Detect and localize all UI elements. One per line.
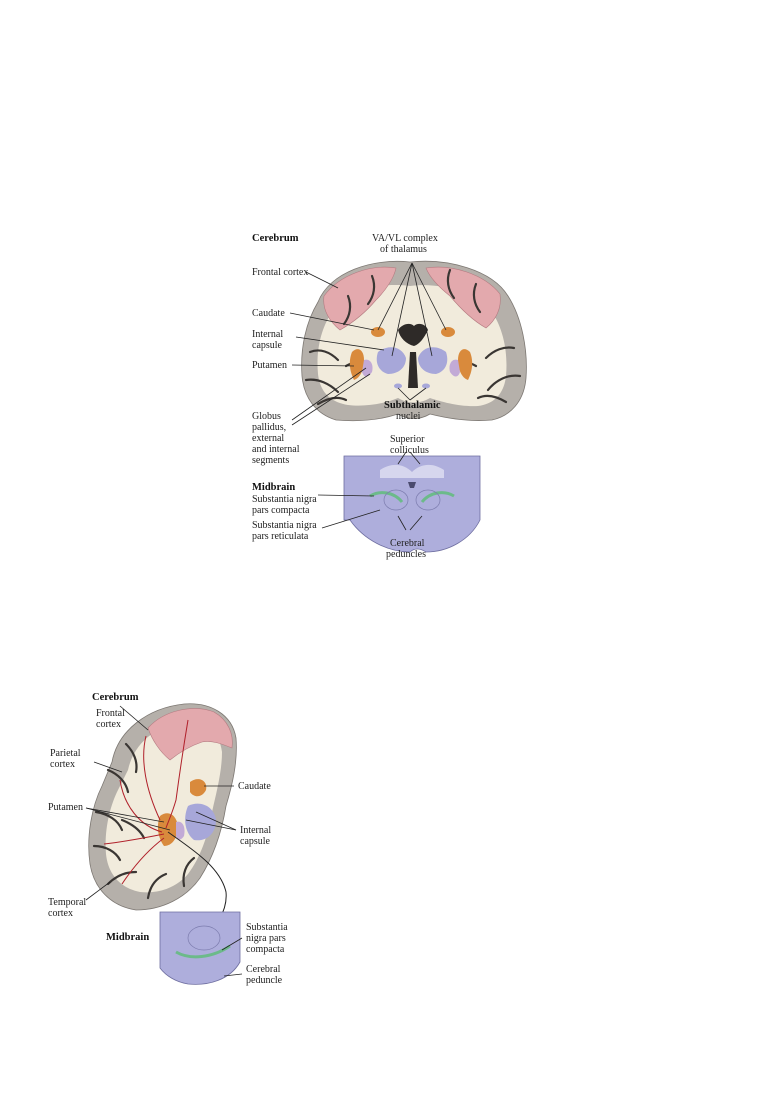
bottom-red-nucleus: [187, 925, 221, 951]
bottom-midbrain-heading: Midbrain: [106, 932, 149, 943]
top-thalamus-right: [418, 347, 448, 374]
bottom-sn-compacta: [175, 944, 231, 959]
bottom-label-sn-1: Substantia: [246, 922, 288, 933]
top-sulci: [304, 268, 522, 406]
bottom-label-parietal-2: cortex: [50, 759, 75, 770]
bottom-cerebrum-section: [88, 703, 237, 945]
top-lateral-ventricles: [398, 323, 428, 346]
top-red-nucleus-left: [383, 489, 409, 511]
top-figure: Cerebrum Frontal cortex Caudate Internal…: [252, 233, 527, 560]
top-midbrain-outline: [343, 455, 481, 553]
top-cerebrum-section: [301, 260, 527, 422]
top-label-sn-reticulata-1: Substantia nigra: [252, 520, 317, 531]
top-label-va-vl-1: VA/VL complex: [372, 233, 438, 244]
bottom-label-frontal-1: Frontal: [96, 708, 125, 719]
top-cerebrum-heading: Cerebrum: [252, 233, 299, 244]
top-subthalamic-right: [422, 383, 430, 389]
top-caudate-left: [371, 327, 385, 337]
top-frontal-cortex-right: [425, 266, 501, 329]
top-globus-pallidus-left: [362, 359, 373, 377]
bottom-label-frontal-2: cortex: [96, 719, 121, 730]
top-label-globus-5: segments: [252, 455, 289, 466]
top-red-nucleus-right: [415, 489, 441, 511]
top-label-superior-colliculus-1: Superior: [390, 434, 425, 445]
top-frontal-cortex-left: [323, 266, 397, 331]
top-label-va-vl-2: of thalamus: [380, 244, 427, 255]
top-third-ventricle: [408, 352, 418, 388]
top-label-caudate: Caudate: [252, 308, 285, 319]
top-label-cerebral-peduncles-2: peduncles: [386, 549, 426, 560]
top-label-subthalamic-2: nuclei: [396, 411, 421, 422]
top-aqueduct: [408, 482, 416, 488]
top-sn-compacta-right: [420, 491, 455, 504]
bottom-midbrain-outline: [159, 911, 241, 985]
top-label-globus-3: external: [252, 433, 284, 444]
top-subthalamic-left: [394, 383, 402, 389]
bottom-label-temporal-2: cortex: [48, 908, 73, 919]
top-label-sn-reticulata-2: pars reticulata: [252, 531, 309, 542]
bottom-figure: Cerebrum Frontal cortex Parietal cortex …: [48, 692, 288, 986]
top-thalamus-left: [376, 347, 406, 374]
bottom-corticostriate-pathway: [103, 719, 189, 885]
top-putamen-right: [458, 349, 473, 380]
bottom-midbrain-section: [159, 911, 241, 985]
top-label-internal-capsule-1: Internal: [252, 329, 283, 340]
bottom-frontal-cortex: [147, 708, 233, 761]
bottom-globus-pallidus: [176, 821, 185, 840]
top-label-internal-capsule-2: capsule: [252, 340, 283, 351]
bottom-label-internal-capsule-1: Internal: [240, 825, 271, 836]
top-midbrain-section: [343, 455, 481, 553]
top-sn-compacta-left: [369, 491, 404, 504]
top-label-sn-compacta-1: Substantia nigra: [252, 494, 317, 505]
top-leader-lines: [289, 262, 447, 531]
top-midbrain-heading: Midbrain: [252, 482, 295, 493]
bottom-label-cerebral-peduncle-1: Cerebral: [246, 964, 281, 975]
bottom-label-parietal-1: Parietal: [50, 748, 81, 759]
bottom-label-putamen: Putamen: [48, 802, 83, 813]
top-caudate-right: [441, 327, 455, 337]
bottom-thalamus: [185, 803, 216, 841]
top-label-globus-4: and internal: [252, 444, 300, 455]
bottom-cerebrum-heading: Cerebrum: [92, 692, 139, 703]
bottom-label-caudate: Caudate: [238, 781, 271, 792]
top-superior-colliculus: [380, 464, 444, 478]
top-label-frontal-cortex: Frontal cortex: [252, 267, 308, 278]
bottom-leader-lines: [85, 705, 243, 977]
top-label-putamen: Putamen: [252, 360, 287, 371]
bottom-label-internal-capsule-2: capsule: [240, 836, 271, 847]
bottom-label-cerebral-peduncle-2: peduncle: [246, 975, 283, 986]
top-label-cerebral-peduncles-1: Cerebral: [390, 538, 425, 549]
top-label-globus-2: pallidus,: [252, 422, 286, 433]
top-label-superior-colliculus-2: colliculus: [390, 445, 429, 456]
bottom-caudate: [190, 779, 207, 797]
bottom-label-sn-2: nigra pars: [246, 933, 286, 944]
bottom-label-temporal-1: Temporal: [48, 897, 86, 908]
top-label-subthalamic-1: Subthalamic: [384, 400, 441, 411]
top-globus-pallidus-right: [449, 359, 460, 377]
top-label-globus-1: Globus: [252, 411, 281, 422]
bottom-label-sn-3: compacta: [246, 944, 285, 955]
top-label-sn-compacta-2: pars compacta: [252, 505, 310, 516]
